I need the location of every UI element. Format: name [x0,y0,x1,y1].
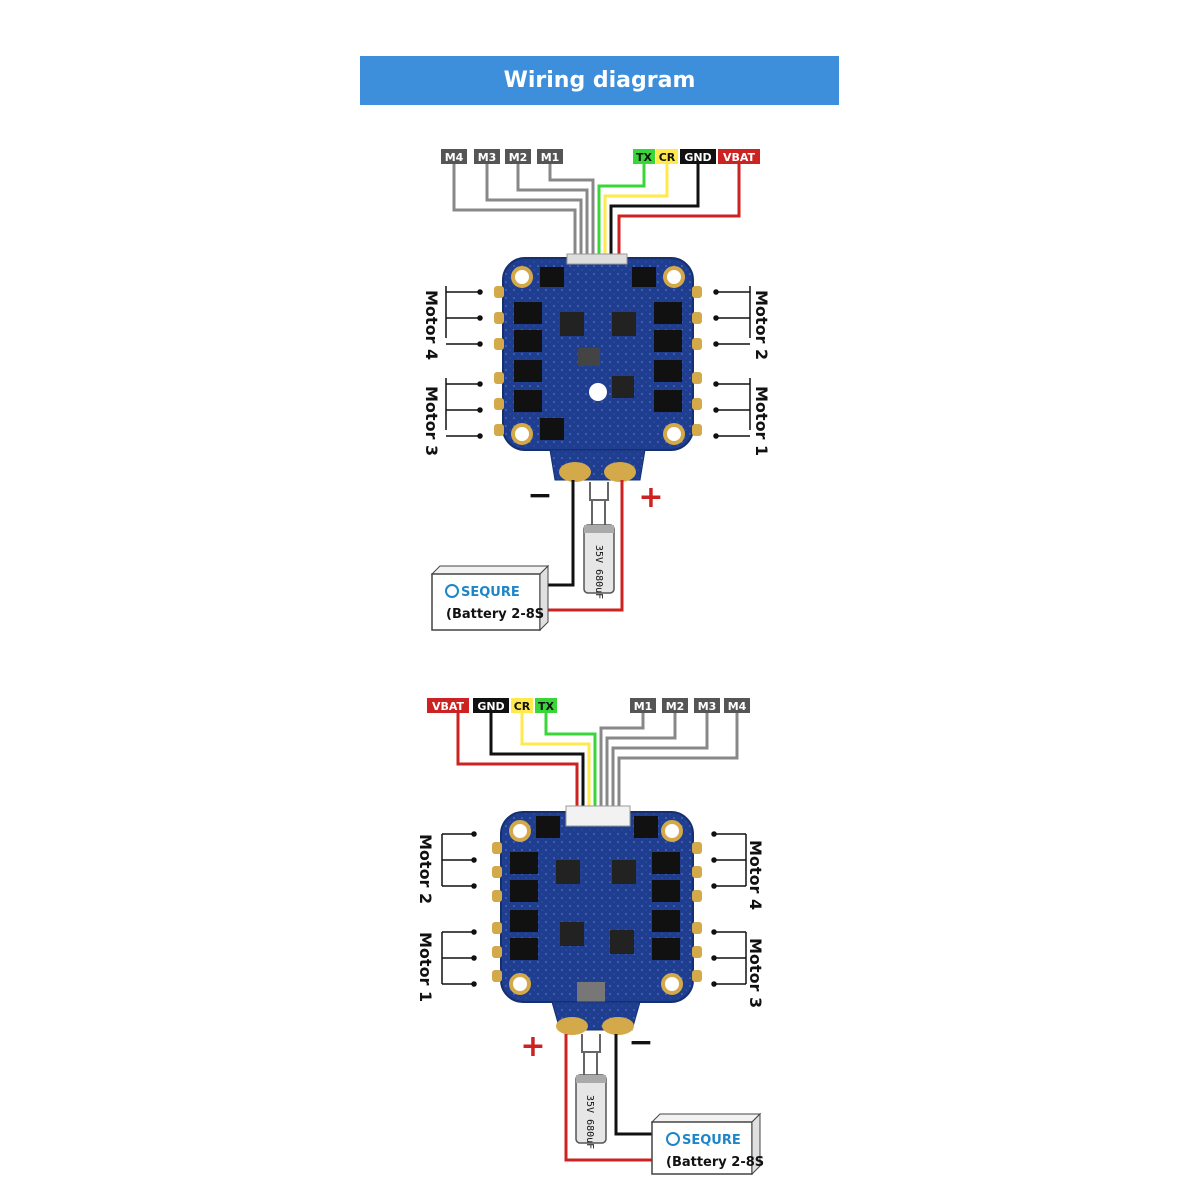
motor-label-2-bottom: Motor 2 [416,834,435,904]
pin-label-cr-bottom: CR [511,698,533,713]
signal-wires-top [452,164,741,255]
plus-sign: + [638,480,663,515]
svg-text:TX: TX [636,151,653,164]
svg-text:M1: M1 [634,700,653,713]
svg-text:VBAT: VBAT [432,700,465,713]
svg-text:(Battery 2-8S: (Battery 2-8S [666,1155,764,1170]
minus-sign: − [527,478,552,513]
svg-text:M2: M2 [509,151,528,164]
power-wires-top [540,480,624,612]
pin-label-gnd-bottom: GND [473,698,509,713]
motor-label-4-bottom: Motor 4 [746,840,765,910]
capacitor-bottom: 35V 680uF [575,1074,607,1149]
svg-text:GND: GND [684,151,711,164]
plus-sign-bottom: + [520,1029,545,1064]
svg-text:M1: M1 [541,151,560,164]
pin-label-m1: M1 [537,149,563,164]
capacitor-top: 35V 680uF [583,524,615,599]
pin-label-m4-bottom: M4 [724,698,750,713]
signal-wires-bottom [456,713,739,808]
pin-label-tx-bottom: TX [535,698,557,713]
svg-text:CR: CR [659,151,676,164]
sequre-logo-icon [445,584,459,598]
pin-label-m4: M4 [441,149,467,164]
motor-wire-brackets-top [445,286,751,439]
minus-sign-bottom: − [628,1025,653,1060]
battery-top: SEQURE (Battery 2-8S [430,564,550,632]
pin-label-m3: M3 [474,149,500,164]
diagram-title: Wiring diagram [360,56,839,105]
motor-wire-brackets-bottom [441,831,747,987]
svg-text:M3: M3 [478,151,497,164]
svg-text:35V 680uF: 35V 680uF [584,1095,595,1149]
svg-text:TX: TX [538,700,555,713]
svg-text:M3: M3 [698,700,717,713]
svg-text:SEQURE: SEQURE [682,1133,741,1148]
esc-board-bottom [492,805,702,1035]
esc-board-top [494,253,702,482]
motor-label-1-bottom: Motor 1 [416,932,435,1002]
motor-label-3-bottom: Motor 3 [746,938,765,1008]
svg-text:M2: M2 [666,700,685,713]
motor-label-3: Motor 3 [422,386,441,456]
motor-label-1: Motor 1 [752,386,771,456]
power-wires-bottom [564,1034,660,1162]
svg-text:GND: GND [477,700,504,713]
svg-text:(Battery 2-8S: (Battery 2-8S [446,607,544,622]
motor-label-4: Motor 4 [422,290,441,360]
motor-label-2: Motor 2 [752,290,771,360]
svg-text:VBAT: VBAT [723,151,756,164]
svg-text:M4: M4 [445,151,464,164]
pin-label-m1-bottom: M1 [630,698,656,713]
svg-text:35V 680uF: 35V 680uF [593,545,604,599]
diagram-top: M4 M3 M2 M1 TX CR GND VBAT [422,149,771,632]
diagram-bottom: VBAT GND CR TX M1 M2 M3 M4 [416,698,765,1176]
pin-label-vbat-bottom: VBAT [427,698,469,713]
pin-label-vbat: VBAT [718,149,760,164]
sequre-logo-icon-bottom [666,1132,680,1146]
svg-text:SEQURE: SEQURE [461,585,520,600]
pin-label-m2-bottom: M2 [662,698,688,713]
pin-label-m2: M2 [505,149,531,164]
pin-label-m3-bottom: M3 [694,698,720,713]
battery-bottom: SEQURE (Battery 2-8S [650,1112,764,1176]
svg-text:M4: M4 [728,700,747,713]
pin-label-cr: CR [656,149,678,164]
svg-text:CR: CR [514,700,531,713]
pin-label-tx: TX [633,149,655,164]
pin-label-gnd: GND [680,149,716,164]
